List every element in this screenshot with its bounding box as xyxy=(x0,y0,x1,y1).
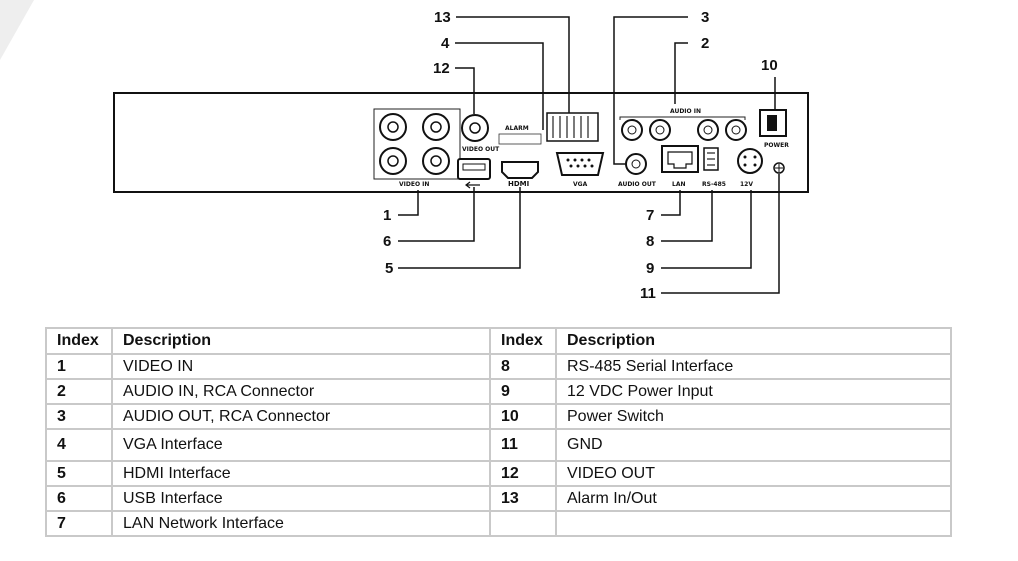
description-cell: 12 VDC Power Input xyxy=(555,378,952,405)
rear-panel-diagram: VIDEO IN VIDEO OUT ALARM HDMI VGA AUDIO … xyxy=(0,0,809,302)
video-in-connectors: VIDEO IN xyxy=(373,108,461,188)
index-cell: 4 xyxy=(45,428,113,462)
callout-7: 7 xyxy=(646,207,654,224)
video-in-label: VIDEO IN xyxy=(399,181,429,188)
callout-12: 12 xyxy=(433,60,450,77)
description-cell: GND xyxy=(555,428,952,462)
index-cell: 6 xyxy=(45,485,113,512)
index-cell xyxy=(489,510,557,537)
callout-5: 5 xyxy=(385,260,393,277)
table-row: 1 VIDEO IN 8 RS-485 Serial Interface xyxy=(45,353,952,380)
header-description: Description xyxy=(555,327,952,355)
table-row: 4 VGA Interface 11 GND xyxy=(45,428,952,462)
power-input-12v: 12V xyxy=(737,148,763,188)
callout-leaders xyxy=(398,16,780,294)
callout-13: 13 xyxy=(434,9,451,26)
table-row: 3 AUDIO OUT, RCA Connector 10 Power Swit… xyxy=(45,403,952,430)
description-cell: VGA Interface xyxy=(111,428,491,462)
audio-in-label: AUDIO IN xyxy=(670,108,701,115)
callout-11: 11 xyxy=(640,285,656,302)
index-cell: 11 xyxy=(489,428,557,462)
index-cell: 1 xyxy=(45,353,113,380)
header-index: Index xyxy=(45,327,113,355)
lan-label: LAN xyxy=(672,181,686,188)
corner-decoration xyxy=(0,0,34,60)
v12-label: 12V xyxy=(740,181,753,188)
gnd-icon xyxy=(773,162,785,174)
usb-icon xyxy=(465,181,480,189)
alarm-label: ALARM xyxy=(505,125,529,132)
vga-label: VGA xyxy=(573,181,588,188)
table-row: 2 AUDIO IN, RCA Connector 9 12 VDC Power… xyxy=(45,378,952,405)
index-cell: 10 xyxy=(489,403,557,430)
callout-10: 10 xyxy=(761,57,778,74)
table-header-row: Index Description Index Description xyxy=(45,327,952,355)
callout-9: 9 xyxy=(646,260,654,277)
index-cell: 12 xyxy=(489,460,557,487)
description-cell: HDMI Interface xyxy=(111,460,491,487)
description-cell: VIDEO OUT xyxy=(555,460,952,487)
video-out-label: VIDEO OUT xyxy=(462,146,500,153)
usb-port xyxy=(457,158,491,189)
header-index: Index xyxy=(489,327,557,355)
power-label: POWER xyxy=(764,142,789,149)
interface-table: Index Description Index Description 1 VI… xyxy=(45,327,952,537)
header-description: Description xyxy=(111,327,491,355)
description-cell: USB Interface xyxy=(111,485,491,512)
hdmi-port: HDMI xyxy=(501,161,539,188)
description-cell: AUDIO IN, RCA Connector xyxy=(111,378,491,405)
lan-port: LAN xyxy=(661,145,699,188)
description-cell: VIDEO IN xyxy=(111,353,491,380)
description-cell xyxy=(555,510,952,537)
description-cell: LAN Network Interface xyxy=(111,510,491,537)
description-cell: AUDIO OUT, RCA Connector xyxy=(111,403,491,430)
index-cell: 7 xyxy=(45,510,113,537)
description-cell: RS-485 Serial Interface xyxy=(555,353,952,380)
index-cell: 3 xyxy=(45,403,113,430)
callout-1: 1 xyxy=(383,207,391,224)
index-cell: 13 xyxy=(489,485,557,512)
table-row: 5 HDMI Interface 12 VIDEO OUT xyxy=(45,460,952,487)
description-cell: Alarm In/Out xyxy=(555,485,952,512)
audio-out-connector: AUDIO OUT xyxy=(618,153,657,188)
description-cell: Power Switch xyxy=(555,403,952,430)
table-row: 7 LAN Network Interface xyxy=(45,510,952,537)
index-cell: 9 xyxy=(489,378,557,405)
index-cell: 5 xyxy=(45,460,113,487)
callout-8: 8 xyxy=(646,233,654,250)
callout-2: 2 xyxy=(701,35,709,52)
callout-4: 4 xyxy=(441,35,450,52)
hdmi-label: HDMI xyxy=(508,180,529,188)
audio-in-connectors: AUDIO IN xyxy=(619,108,747,141)
table-row: 6 USB Interface 13 Alarm In/Out xyxy=(45,485,952,512)
rs485-terminal: RS-485 xyxy=(702,147,726,188)
index-cell: 2 xyxy=(45,378,113,405)
vga-port: VGA xyxy=(555,152,605,188)
callout-3: 3 xyxy=(701,9,709,26)
video-out-connector: VIDEO OUT xyxy=(461,114,500,153)
alarm-terminal: ALARM xyxy=(498,112,599,145)
power-switch: POWER xyxy=(759,109,789,149)
rs485-label: RS-485 xyxy=(702,181,726,188)
audio-out-label: AUDIO OUT xyxy=(618,181,657,188)
index-cell: 8 xyxy=(489,353,557,380)
callout-6: 6 xyxy=(383,233,391,250)
